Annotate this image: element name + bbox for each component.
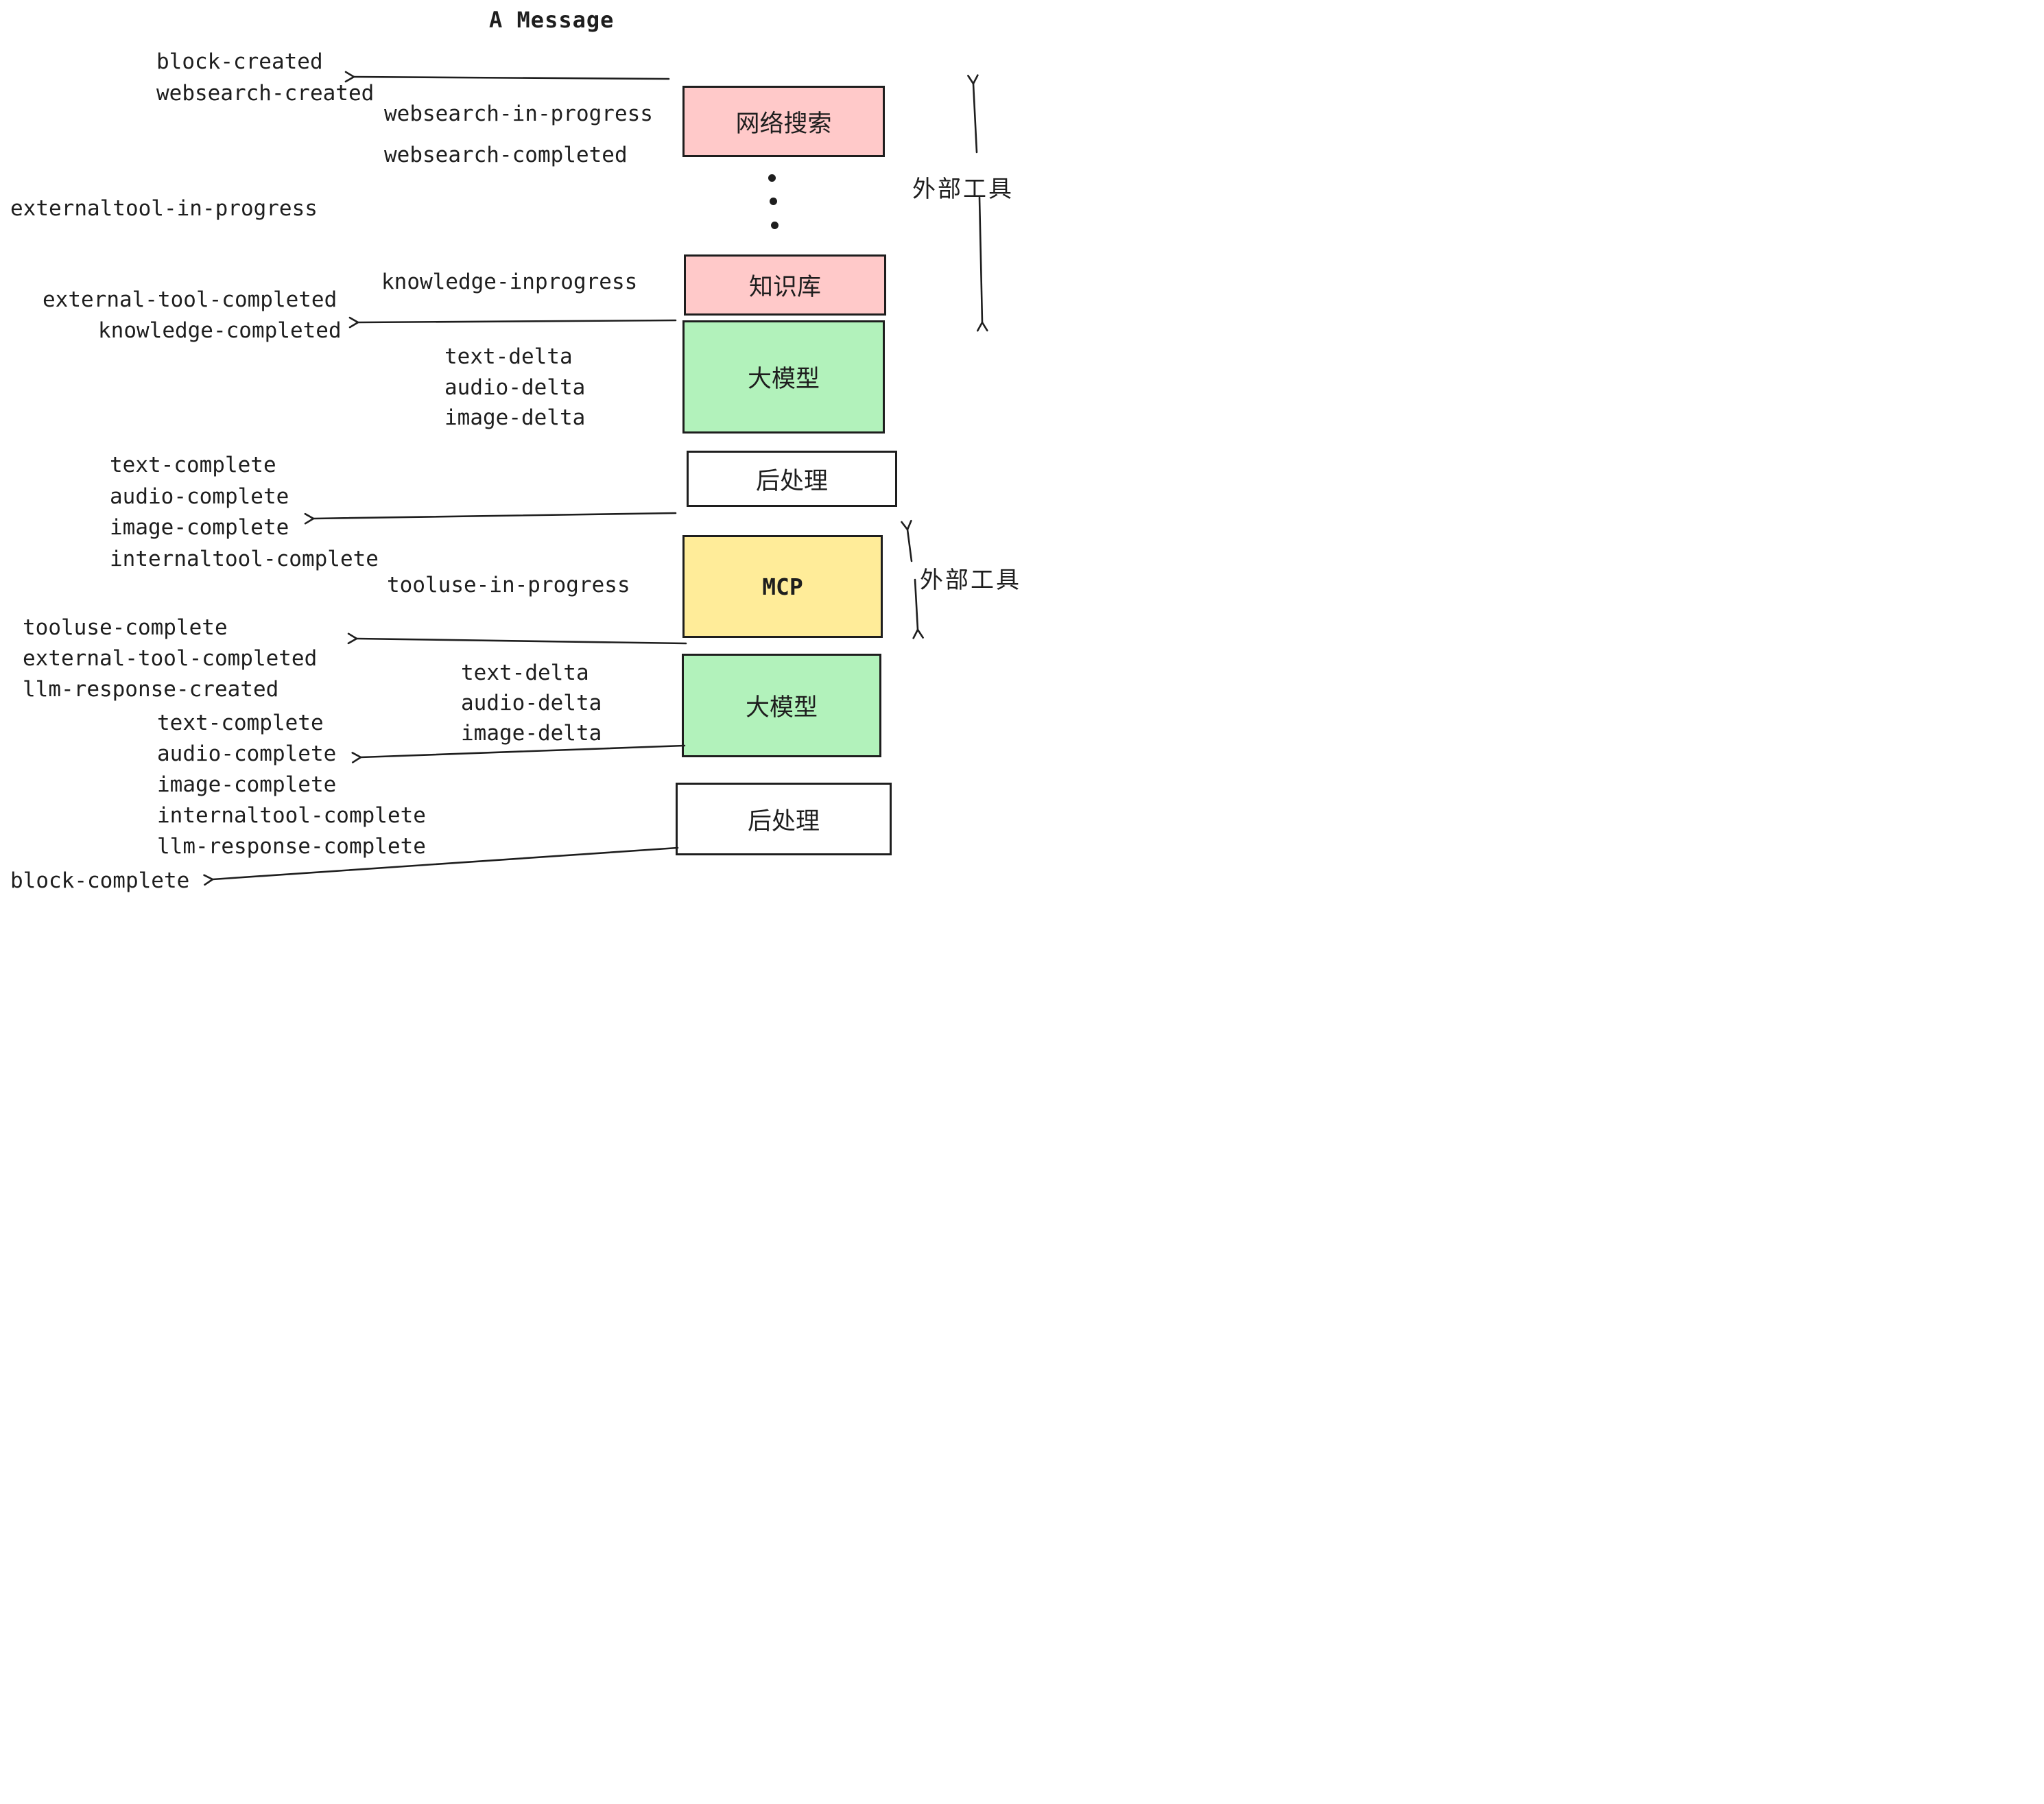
event-label-internaltool-complete-1: internaltool-complete (110, 547, 379, 571)
box-knowledge: 知识库 (684, 254, 886, 316)
event-label-llm-response-created: llm-response-created (23, 677, 279, 702)
event-label-websearch-created: websearch-created (156, 81, 375, 106)
event-label-image-delta-2: image-delta (461, 721, 602, 746)
arrow-post1-to-complete (304, 512, 677, 525)
ellipsis-dot-1 (768, 174, 776, 182)
box-post-processing-1: 后处理 (687, 451, 897, 507)
side-label-external-tools-2: 外部工具 (920, 567, 1021, 594)
event-label-block-created: block-created (156, 49, 323, 74)
event-label-image-complete-1: image-complete (110, 515, 289, 540)
arrow-external-tools-1-down (976, 196, 988, 332)
event-label-knowledge-completed: knowledge-completed (98, 318, 342, 343)
event-label-websearch-in-progress: websearch-in-progress (384, 102, 653, 126)
box-knowledge-label: 知识库 (748, 274, 821, 301)
diagram-title: A Message (489, 7, 615, 33)
box-llm-2-label: 大模型 (745, 694, 818, 722)
arrow-mcp-to-tooluse-complete (347, 632, 687, 645)
event-label-external-tool-completed-2: external-tool-completed (23, 646, 318, 671)
arrow-external-tools-2-down (912, 578, 924, 639)
event-label-llm-response-complete: llm-response-complete (157, 834, 426, 859)
event-label-externaltool-in-progress: externaltool-in-progress (10, 196, 318, 221)
arrow-external-tools-2-up (901, 519, 913, 562)
event-label-audio-delta-2: audio-delta (461, 691, 602, 715)
event-label-external-tool-completed: external-tool-completed (43, 287, 337, 312)
arrow-external-tools-1-up (967, 74, 979, 154)
event-label-text-delta-1: text-delta (444, 344, 573, 369)
box-post-processing-2: 后处理 (676, 783, 892, 855)
arrow-websearch-to-created (344, 71, 670, 83)
diagram-canvas: A Message block-created websearch-create… (0, 0, 1022, 902)
box-post-processing-2-label: 后处理 (747, 807, 820, 835)
event-label-block-complete: block-complete (10, 868, 190, 893)
event-label-image-delta-1: image-delta (444, 405, 586, 430)
box-websearch: 网络搜索 (682, 86, 885, 157)
arrow-knowledge-to-completed (348, 316, 677, 329)
event-label-audio-complete-1: audio-complete (110, 484, 289, 509)
box-llm-1: 大模型 (682, 320, 885, 434)
event-label-knowledge-inprogress: knowledge-inprogress (381, 270, 638, 294)
box-post-processing-1-label: 后处理 (755, 467, 828, 495)
arrow-llm2-to-complete (351, 744, 686, 763)
event-label-text-delta-2: text-delta (461, 661, 589, 685)
event-label-tooluse-in-progress: tooluse-in-progress (387, 573, 630, 597)
event-label-image-complete-2: image-complete (157, 772, 337, 797)
event-label-text-complete-1: text-complete (110, 453, 276, 477)
side-label-external-tools-1: 外部工具 (912, 176, 1014, 203)
event-label-text-complete-2: text-complete (157, 711, 324, 735)
ellipsis-dot-3 (771, 222, 779, 229)
event-label-internaltool-complete-2: internaltool-complete (157, 803, 426, 828)
box-llm-2: 大模型 (682, 654, 881, 757)
box-mcp: MCP (682, 535, 883, 638)
event-label-websearch-completed: websearch-completed (384, 143, 628, 167)
box-llm-1-label: 大模型 (747, 366, 820, 393)
ellipsis-dot-2 (770, 198, 777, 205)
event-label-audio-delta-1: audio-delta (444, 375, 586, 400)
box-websearch-label: 网络搜索 (735, 110, 832, 138)
event-label-audio-complete-2: audio-complete (157, 741, 337, 766)
event-label-tooluse-complete: tooluse-complete (23, 615, 228, 640)
box-mcp-label: MCP (762, 573, 803, 600)
